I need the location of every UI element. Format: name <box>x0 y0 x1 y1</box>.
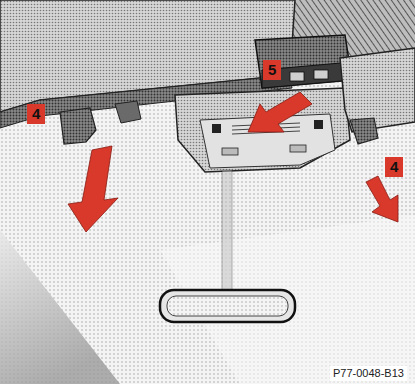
figure-code: P77-0048-B13 <box>330 366 407 381</box>
callout-number: 4 <box>27 104 45 124</box>
callout-number: 4 <box>385 157 403 177</box>
callout-number: 5 <box>263 60 281 80</box>
